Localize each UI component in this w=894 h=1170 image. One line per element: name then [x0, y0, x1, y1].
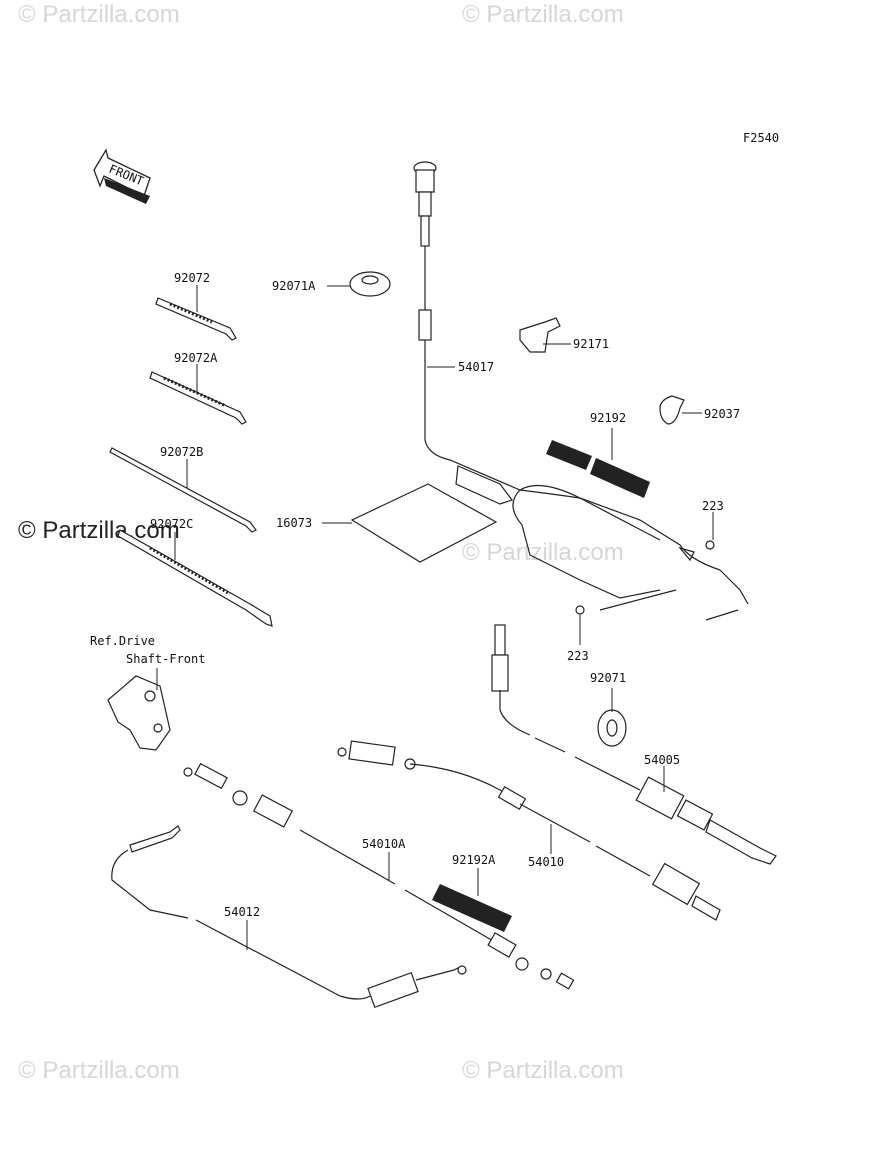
- cable-tie-92072B: [109, 447, 257, 533]
- watermark: © Partzilla.com: [18, 517, 180, 544]
- part-label: 92037: [704, 407, 740, 421]
- sheet-16073: [322, 483, 498, 563]
- drive-shaft-bracket: [107, 668, 171, 751]
- watermark: © Partzilla.com: [18, 1057, 180, 1084]
- reference-note-line1: Ref.Drive: [90, 634, 155, 648]
- grommet-92071A: [327, 271, 391, 297]
- clamp-92037: [659, 395, 702, 425]
- figure-code: F2540: [743, 131, 779, 145]
- part-label: 92071: [590, 671, 626, 685]
- part-label: 54010: [528, 855, 564, 869]
- cable-54010A: [183, 762, 575, 990]
- part-label: 223: [702, 499, 724, 513]
- bolt-223-lower: [575, 605, 585, 645]
- cable-tie-92072: [155, 285, 237, 341]
- part-label: 16073: [276, 516, 312, 530]
- part-label: 92071A: [272, 279, 316, 293]
- cable-tie-92072C: [117, 529, 273, 627]
- cable-54012: [111, 825, 467, 1009]
- part-label: 92072A: [174, 351, 218, 365]
- part-label: 92192: [590, 411, 626, 425]
- part-label: 54005: [644, 753, 680, 767]
- sleeve-92192A: [432, 868, 512, 932]
- cable-54005: [491, 624, 777, 865]
- sleeve-92192: [546, 428, 650, 498]
- clamp-92171: [519, 317, 571, 353]
- part-label: 54012: [224, 905, 260, 919]
- part-label: 92072C: [150, 517, 193, 531]
- part-label: 92192A: [452, 853, 496, 867]
- reference-note-line2: Shaft-Front: [126, 652, 205, 666]
- cable-tie-92072A: [149, 364, 247, 425]
- throttle-cable: [455, 465, 739, 621]
- cable-54010: [337, 740, 721, 921]
- watermark: © Partzilla.com: [462, 1057, 624, 1084]
- part-label: 92171: [573, 337, 609, 351]
- part-label: 92072: [174, 271, 210, 285]
- part-label: 54017: [458, 360, 494, 374]
- watermark: © Partzilla.com: [462, 1, 624, 28]
- watermark: © Partzilla.com: [18, 1, 180, 28]
- grommet-92071: [597, 688, 627, 747]
- bolt-223-upper: [705, 512, 715, 550]
- front-arrow-icon: FRONT: [93, 148, 151, 204]
- part-label: 223: [567, 649, 589, 663]
- part-label: 92072B: [160, 445, 203, 459]
- part-label: 54010A: [362, 837, 406, 851]
- choke-cable-54017: [413, 161, 749, 605]
